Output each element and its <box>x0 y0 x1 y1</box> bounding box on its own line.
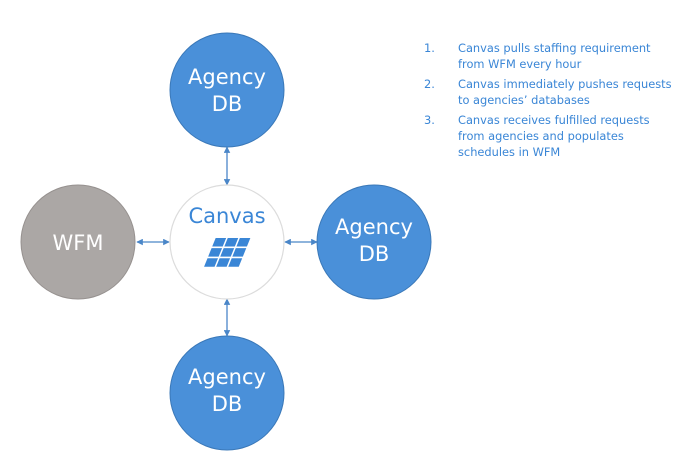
svg-text:DB: DB <box>359 242 390 266</box>
svg-text:Agency: Agency <box>188 65 266 89</box>
solar-panel-cell <box>208 248 223 257</box>
step-item: 2. Canvas immediately pushes requests to… <box>424 76 672 108</box>
node-line-2: DB <box>212 92 243 116</box>
wfm-label: WFM <box>53 231 104 255</box>
solar-panel-cell <box>224 238 239 247</box>
svg-text:DB: DB <box>212 392 243 416</box>
solar-panel-cell <box>204 258 218 267</box>
step-text: Canvas immediately pushes requests to ag… <box>458 77 672 107</box>
solar-panel-cell <box>232 248 247 257</box>
canvas-node: Canvas <box>169 184 285 300</box>
solar-panel-cell <box>212 238 227 247</box>
agency-db-node-top: Agency DB <box>169 32 285 148</box>
solar-panel-cell <box>216 258 231 267</box>
svg-text:Agency: Agency <box>188 365 266 389</box>
node-line-2: DB <box>212 392 243 416</box>
wfm-node: WFM <box>20 184 136 300</box>
solar-panel-cell <box>220 248 235 257</box>
step-text: Canvas pulls staffing requirement from W… <box>458 41 651 71</box>
svg-text:DB: DB <box>212 92 243 116</box>
solar-panel-icon <box>204 238 251 267</box>
steps-list: 1. Canvas pulls staffing requirement fro… <box>424 40 672 164</box>
svg-text:Canvas: Canvas <box>188 204 265 228</box>
step-number: 3. <box>424 113 435 127</box>
step-number: 2. <box>424 77 435 91</box>
step-text: Canvas receives fulfilled requests from … <box>458 113 650 159</box>
agency-db-node-bottom: Agency DB <box>169 335 285 451</box>
step-item: 3. Canvas receives fulfilled requests fr… <box>424 112 672 160</box>
agency-db-node-right: Agency DB <box>316 184 432 300</box>
node-line-1: Agency <box>188 65 266 89</box>
svg-text:WFM: WFM <box>53 231 104 255</box>
node-line-1: Agency <box>188 365 266 389</box>
step-item: 1. Canvas pulls staffing requirement fro… <box>424 40 672 72</box>
solar-panel-cell <box>228 258 243 267</box>
node-line-1: Agency <box>335 215 413 239</box>
svg-text:Agency: Agency <box>335 215 413 239</box>
solar-panel-cell <box>236 238 251 247</box>
step-number: 1. <box>424 41 435 55</box>
canvas-label: Canvas <box>188 204 265 228</box>
node-line-2: DB <box>359 242 390 266</box>
